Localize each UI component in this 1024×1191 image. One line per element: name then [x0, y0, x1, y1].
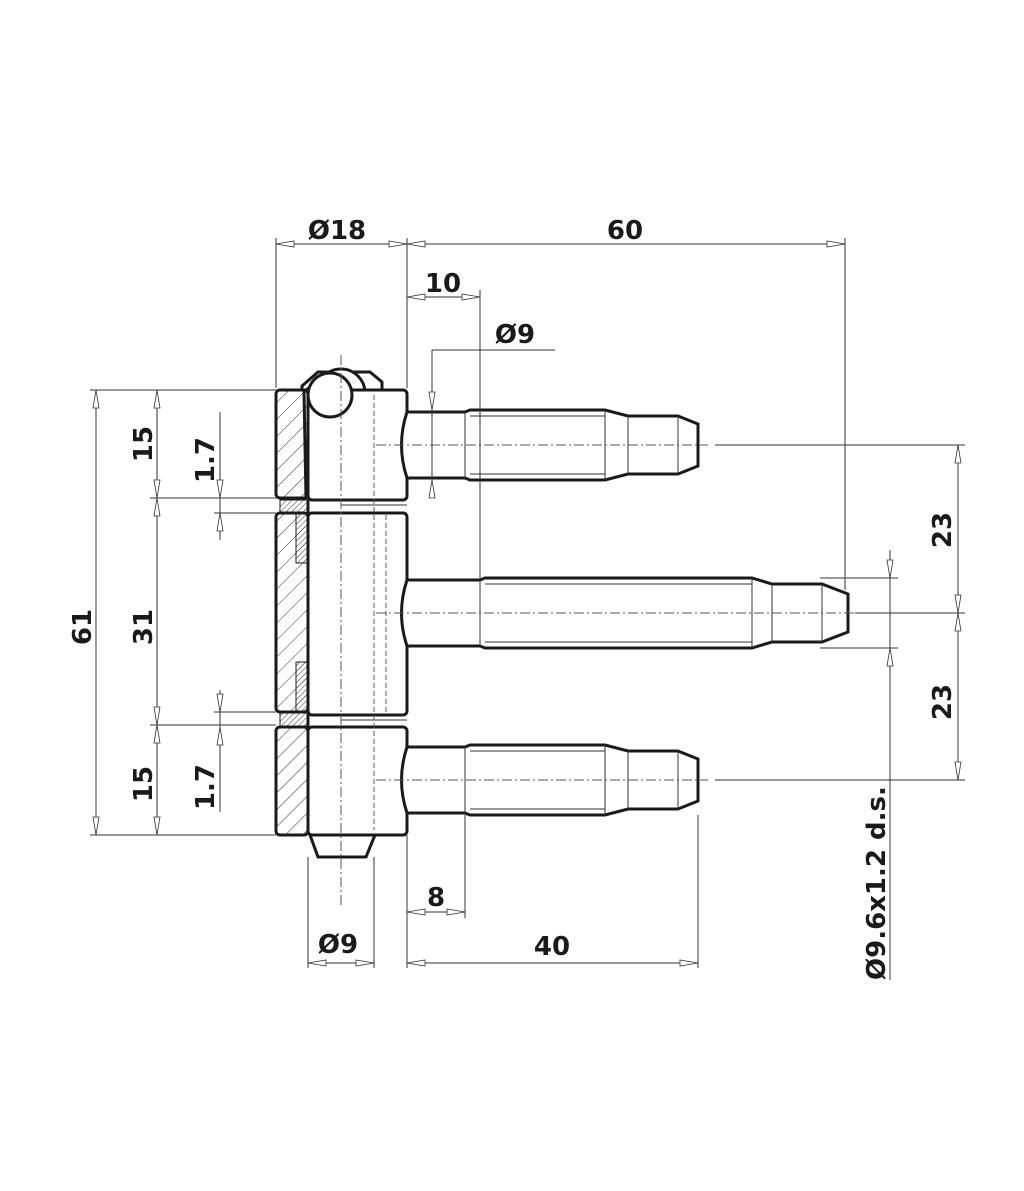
pin-middle	[376, 576, 870, 650]
dim-pin-diameter-top: Ø9	[495, 320, 535, 350]
dim-overall-length: 60	[607, 216, 643, 246]
dim-total-height: 61	[68, 609, 98, 645]
dim-stem-length-middle: 10	[425, 269, 461, 299]
dim-thread-spec: Ø9.6x1.2 d.s.	[862, 786, 892, 980]
dim-top-knuckle: 15	[129, 426, 159, 462]
dim-hinge-diameter: Ø18	[308, 216, 366, 246]
dim-stem-length-outer: 8	[427, 883, 445, 913]
dim-pitch-lower: 23	[928, 684, 958, 720]
pin-bottom	[376, 743, 708, 817]
dim-bottom-knuckle: 15	[129, 766, 159, 802]
hinge-body	[274, 355, 409, 905]
dim-pin-diameter-bottom: Ø9	[318, 930, 358, 960]
dim-gap-bottom: 1.7	[191, 764, 221, 810]
dimension-labels: Ø18 60 10 Ø9 61 15 31 15 1.7 1.7 23 23 Ø…	[68, 216, 958, 980]
dim-outer-pin-length: 40	[534, 932, 570, 962]
dim-gap-top: 1.7	[191, 437, 221, 483]
dimension-lines	[90, 238, 965, 980]
dim-pitch-upper: 23	[928, 512, 958, 548]
pin-top	[376, 408, 708, 482]
dim-middle-knuckle: 31	[129, 609, 159, 645]
